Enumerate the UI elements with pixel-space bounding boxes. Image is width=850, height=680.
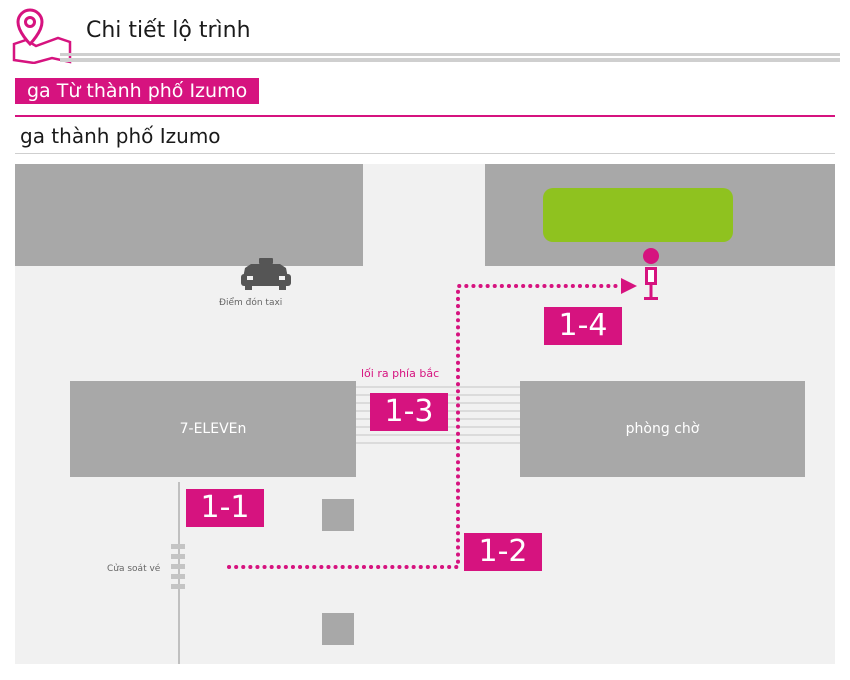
pillar (322, 613, 354, 645)
taxi-pickup-label: Điểm đón taxi (219, 298, 283, 308)
divider (15, 153, 835, 154)
from-station-badge: ga Từ thành phố Izumo (15, 78, 260, 104)
ticket-gate-label: Cửa soát vé (107, 564, 161, 574)
building-top-left (15, 164, 363, 266)
pillar (322, 499, 354, 531)
divider (15, 115, 835, 117)
divider (60, 53, 840, 56)
seven-eleven-store: 7-ELEVEn (70, 381, 356, 477)
map-overlay (171, 248, 659, 664)
waiting-room: phòng chờ (520, 381, 805, 477)
destination-area (543, 188, 733, 242)
station-map: 7-ELEVEn phòng chờ (15, 164, 835, 664)
person-marker-icon (643, 248, 659, 300)
step-1-1: 1-1 (186, 489, 264, 527)
page-title: Chi tiết lộ trình (86, 18, 251, 43)
step-1-2: 1-2 (464, 533, 542, 571)
building-top-right (485, 164, 835, 266)
map-pin-icon (12, 8, 72, 64)
station-name: ga thành phố Izumo (20, 124, 221, 148)
step-1-4: 1-4 (544, 307, 622, 345)
header: Chi tiết lộ trình (0, 0, 850, 70)
route-arrow (621, 278, 637, 294)
divider (60, 58, 840, 62)
north-exit-label: lối ra phía bắc (361, 367, 440, 380)
seven-eleven-label: 7-ELEVEn (179, 421, 247, 437)
step-1-3: 1-3 (370, 393, 448, 431)
waiting-room-label: phòng chờ (625, 421, 700, 437)
taxi-icon (241, 258, 291, 290)
